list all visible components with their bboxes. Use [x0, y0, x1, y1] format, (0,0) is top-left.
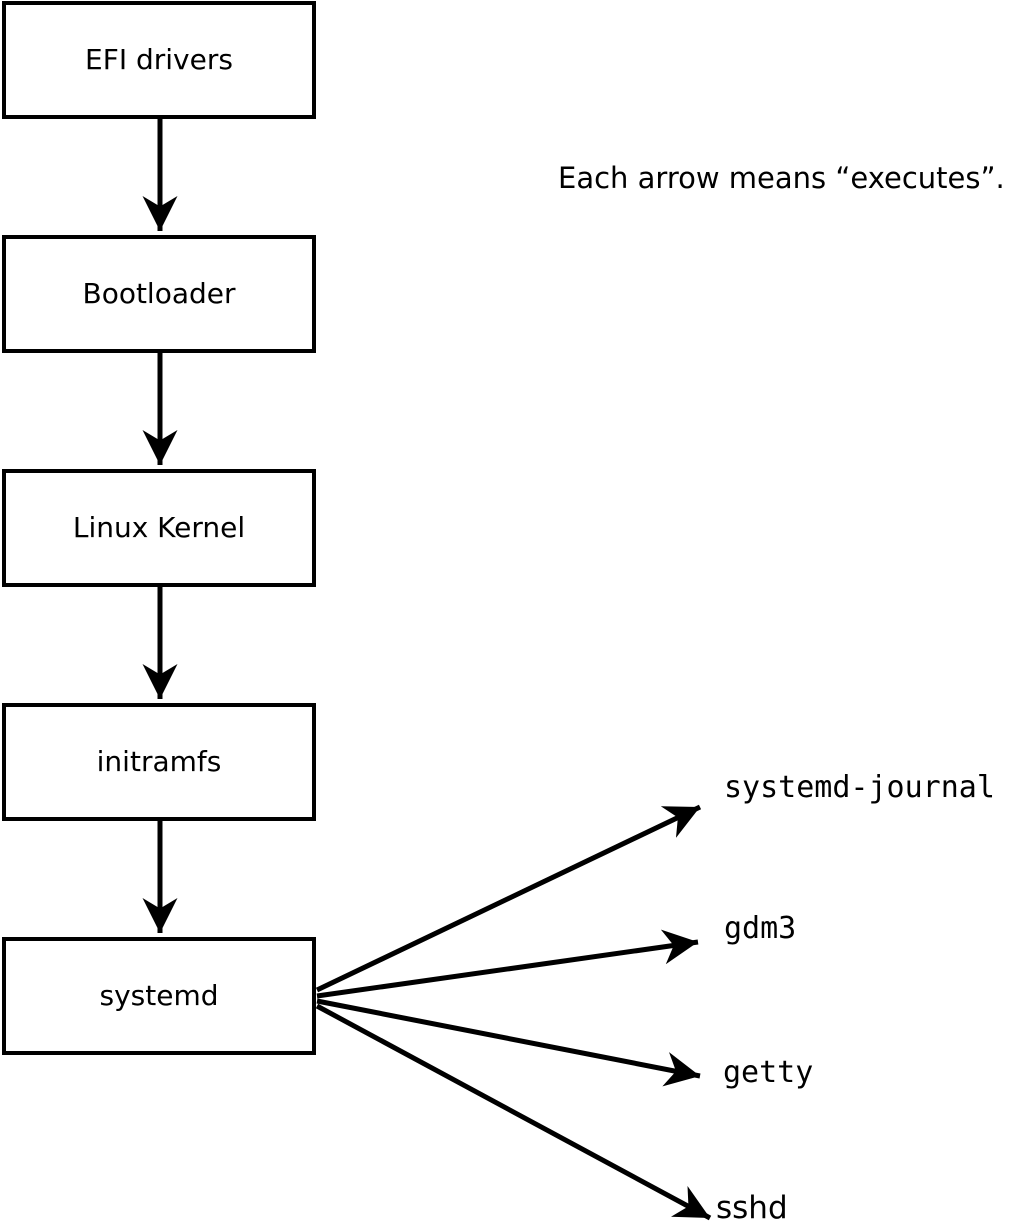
node-linux-kernel-label: Linux Kernel — [72, 511, 246, 544]
node-efi-drivers: EFI drivers — [2, 1, 316, 119]
node-efi-drivers-label: EFI drivers — [85, 43, 233, 76]
node-systemd: systemd — [2, 937, 316, 1055]
node-bootloader: Bootloader — [2, 235, 316, 353]
node-systemd-label: systemd — [99, 979, 219, 1012]
node-initramfs-label: initramfs — [96, 745, 222, 778]
arrow-systemd-to-sshd — [315, 1003, 712, 1221]
arrow-systemd-to-getty — [316, 998, 701, 1087]
node-getty-label: getty — [723, 1055, 814, 1090]
node-initramfs: initramfs — [2, 703, 316, 821]
arrow-systemd-to-systemd-journal — [315, 804, 702, 993]
legend-note: Each arrow means “executes”. — [558, 161, 1005, 195]
node-systemd-journal-label: systemd-journal — [724, 770, 995, 805]
node-bootloader-label: Bootloader — [82, 277, 236, 310]
node-sshd-label: sshd — [716, 1190, 788, 1226]
node-gdm3-label: gdm3 — [724, 911, 797, 946]
arrow-systemd-to-gdm3 — [316, 929, 699, 999]
node-linux-kernel: Linux Kernel — [2, 469, 316, 587]
